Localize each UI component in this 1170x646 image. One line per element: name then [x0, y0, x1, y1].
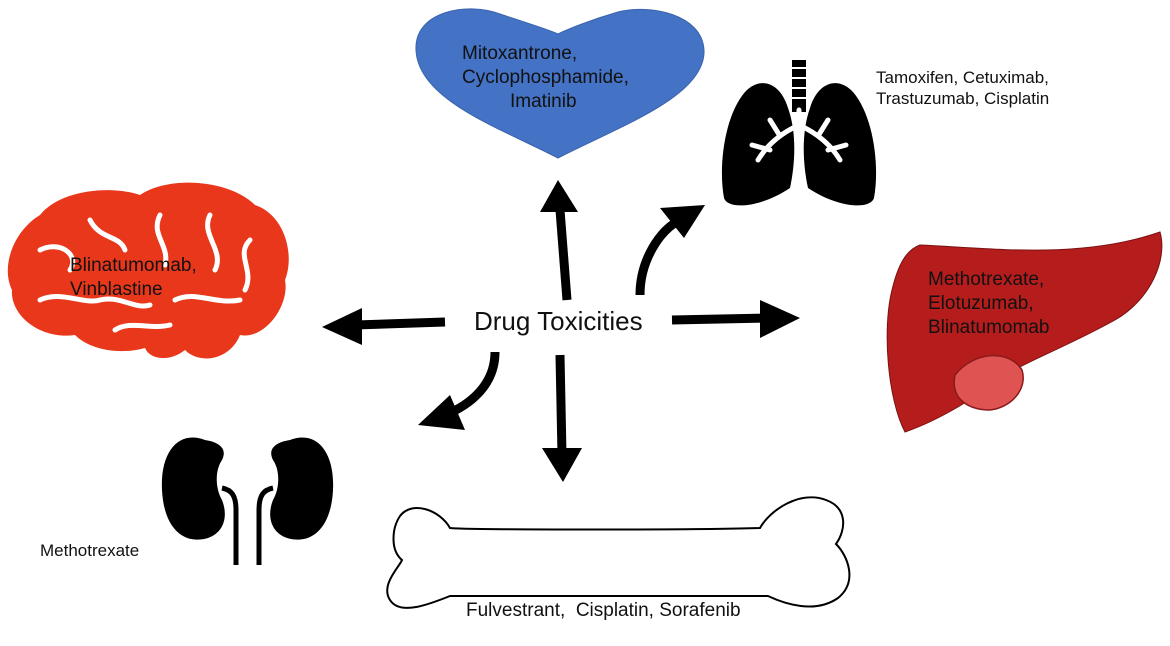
kidney-drug-list: Methotrexate [40, 540, 139, 561]
lungs-drug-1: Tamoxifen, Cetuximab, [876, 68, 1049, 87]
lungs-icon [721, 60, 877, 206]
brain-icon [7, 182, 289, 359]
arrow-to-brain [322, 308, 446, 345]
arrow-to-bone [542, 354, 582, 482]
arrow-to-kidneys [418, 351, 500, 430]
bone-drug-list: Fulvestrant, Cisplatin, Sorafenib [466, 551, 741, 646]
brain-drug-list: Blinatumomab, Vinblastine [70, 254, 197, 302]
lungs-drug-2: Trastuzumab, Cisplatin [876, 89, 1050, 109]
kidney-drug-1: Methotrexate [40, 541, 140, 560]
arrow-to-lungs [635, 205, 705, 296]
brain-drug-1: Blinatumomab, [70, 255, 197, 276]
kidneys-icon [161, 437, 334, 565]
liver-icon [886, 231, 1163, 433]
heart-icon [415, 8, 705, 159]
arrow-to-liver [671, 300, 800, 338]
heart-drug-3: Imatinib [510, 90, 577, 112]
heart-drug-list: Mitoxantrone, Cyclophosphamide, Imatinib [462, 42, 662, 113]
liver-drug-3: Blinatumomab [928, 316, 1050, 338]
brain-drug-2: Vinblastine [70, 278, 163, 300]
arrow-to-heart [540, 180, 578, 301]
liver-drug-1: Methotrexate, [928, 269, 1045, 290]
lungs-drug-list: Tamoxifen, Cetuximab, Trastuzumab, Cispl… [876, 67, 1049, 110]
bone-icon [386, 496, 851, 609]
liver-drug-2: Elotuzumab, [928, 292, 1034, 314]
center-label: Drug Toxicities [474, 306, 643, 336]
heart-drug-1: Mitoxantrone, [462, 43, 578, 64]
bone-drug-1: Fulvestrant, Cisplatin, Sorafenib [466, 599, 741, 621]
liver-drug-list: Methotrexate, Elotuzumab, Blinatumomab [928, 268, 1049, 339]
heart-drug-2: Cyclophosphamide, [462, 66, 629, 88]
